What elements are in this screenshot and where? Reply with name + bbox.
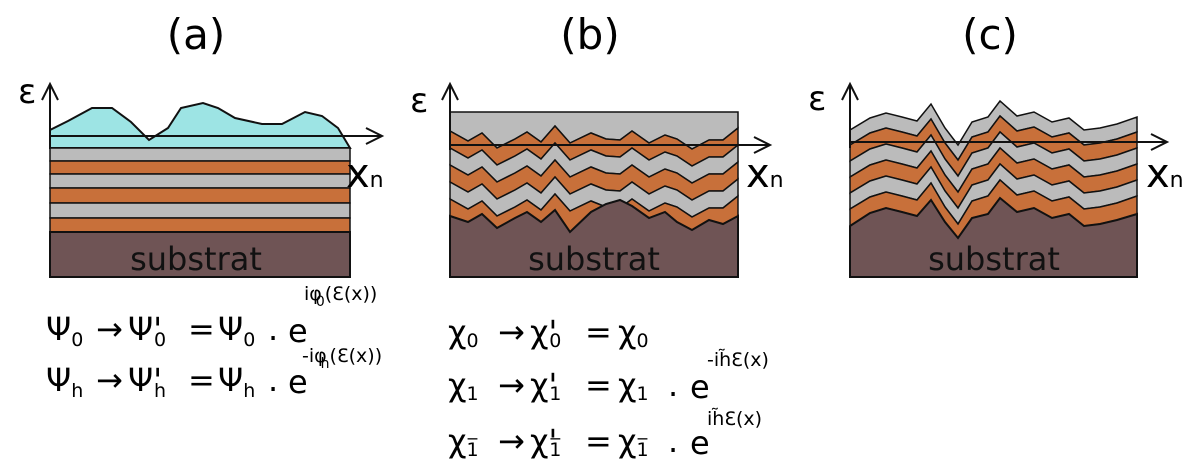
eq-a1-equals: = xyxy=(188,310,215,348)
eq-b2-arrow: → xyxy=(498,366,525,404)
panel-b-x-axis-label: xn xyxy=(746,151,784,197)
eq-a1-exponent: iφ0(Ɛ(x)) xyxy=(304,283,377,310)
panel-b-label: (b) xyxy=(560,10,619,59)
eq-a2-equals: = xyxy=(188,361,215,399)
equations-a: Ψ0 → Ψ'0 = Ψ0 . e iφ0(Ɛ(x)) Ψh → Ψ'h = Ψ… xyxy=(46,283,382,402)
panel-a-substrate-label: substrat xyxy=(130,240,262,278)
panel-c-x-axis-label: xn xyxy=(1146,151,1184,197)
equation-a-row-2: Ψh → Ψ'h = Ψh . e -iφh(Ɛ(x)) xyxy=(46,345,382,402)
eq-a2-arrow: → xyxy=(96,361,123,399)
eq-b1-rhs: χ0 xyxy=(618,313,649,352)
eq-b3-equals: = xyxy=(585,422,612,460)
eq-b3-rhs: χ1̅ xyxy=(618,422,649,461)
eq-b2-mid: χ'1 xyxy=(530,366,561,405)
panel-c: (c) substrat ε xn xyxy=(808,10,1184,278)
panel-a-x-axis-label: xn xyxy=(346,151,384,197)
eq-a1-lhs: Ψ0 xyxy=(46,310,83,351)
eq-a1-dot: . xyxy=(268,310,278,348)
panel-c-y-axis-label: ε xyxy=(808,79,826,119)
panel-c-label: (c) xyxy=(962,10,1018,59)
eq-b1-equals: = xyxy=(585,313,612,351)
panel-b-substrate-label: substrat xyxy=(528,240,660,278)
equations-b: χ0 → χ'0 = χ0 χ1 → χ'1 = χ1 . e -ih̃Ɛ(x)… xyxy=(448,313,769,462)
panel-a-layer-orange xyxy=(50,188,350,203)
eq-b3-mid: χ'1̅ xyxy=(530,422,561,461)
panel-a-layer-orange xyxy=(50,161,350,174)
equation-b-row-3: χ1̅ → χ'1̅ = χ1̅ . e ih̃Ɛ(x) xyxy=(448,408,762,462)
eq-a2-rhs: Ψh xyxy=(218,361,255,402)
panel-a-rough-film xyxy=(50,103,350,148)
eq-a1-rhs: Ψ0 xyxy=(218,310,255,351)
panel-a: (a) substrat ε xn xyxy=(18,10,384,278)
eq-b1-mid: χ'0 xyxy=(530,313,561,352)
eq-a2-mid: Ψ'h xyxy=(128,361,166,402)
eq-a2-dot: . xyxy=(268,361,278,399)
eq-b1-lhs: χ0 xyxy=(448,313,479,352)
equation-b-row-1: χ0 → χ'0 = χ0 xyxy=(448,313,649,352)
eq-b3-lhs: χ1̅ xyxy=(448,422,479,461)
panel-c-substrate-label: substrat xyxy=(928,240,1060,278)
eq-b2-equals: = xyxy=(585,366,612,404)
panel-a-layer-orange xyxy=(50,218,350,232)
eq-b3-exponent: ih̃Ɛ(x) xyxy=(707,408,762,430)
panel-a-label: (a) xyxy=(167,10,226,59)
panel-a-layer-gray xyxy=(50,148,350,161)
panel-a-y-axis-label: ε xyxy=(18,72,36,112)
eq-a1-mid: Ψ'0 xyxy=(128,310,166,351)
eq-a2-lhs: Ψh xyxy=(46,361,83,402)
equation-b-row-2: χ1 → χ'1 = χ1 . e -ih̃Ɛ(x) xyxy=(448,349,769,406)
eq-a2-exp-base: e xyxy=(288,363,308,401)
panel-a-layer-gray xyxy=(50,203,350,218)
eq-b2-exp-base: e xyxy=(690,368,710,406)
eq-a1-arrow: → xyxy=(96,310,123,348)
eq-b2-exponent: -ih̃Ɛ(x) xyxy=(707,349,769,371)
eq-b3-arrow: → xyxy=(498,422,525,460)
eq-b2-rhs: χ1 xyxy=(618,366,649,405)
equation-a-row-1: Ψ0 → Ψ'0 = Ψ0 . e iφ0(Ɛ(x)) xyxy=(46,283,377,351)
panel-a-layer-gray xyxy=(50,174,350,188)
panel-b-y-axis-label: ε xyxy=(410,81,428,121)
eq-b2-lhs: χ1 xyxy=(448,366,479,405)
eq-b3-dot: . xyxy=(668,422,678,460)
eq-b2-dot: . xyxy=(668,366,678,404)
panel-b: (b) substrat ε xn xyxy=(410,10,784,278)
eq-b1-arrow: → xyxy=(498,313,525,351)
eq-a2-exponent: -iφh(Ɛ(x)) xyxy=(302,345,382,372)
